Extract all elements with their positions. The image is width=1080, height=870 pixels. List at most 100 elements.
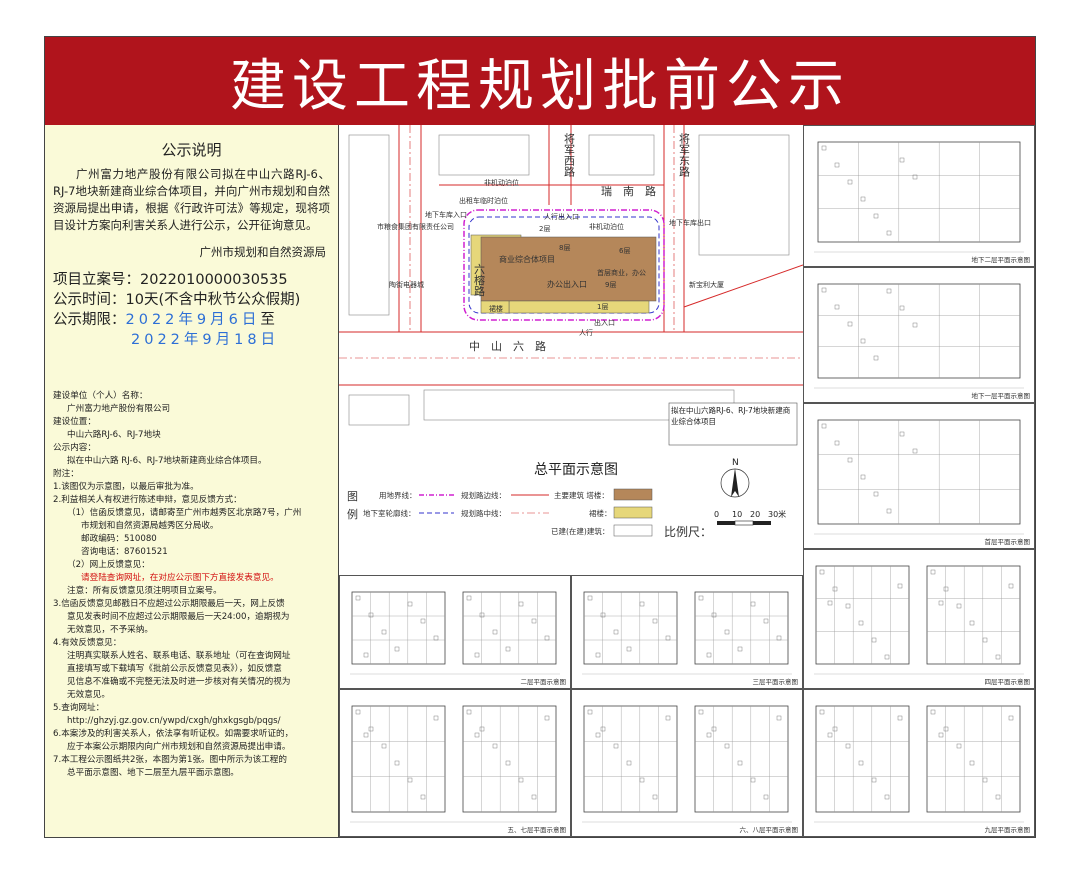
legend-existing: 已建(在建)建筑： [551,526,609,536]
label-1f: 1层 [597,303,608,311]
label-2f: 2层 [539,225,550,233]
scale-tick-10: 10 [732,510,742,519]
floor-plan-drawing [814,141,1024,253]
floor-plan-drawing [814,565,1024,675]
floor-plan-3f: 三层平面示意图 [571,575,803,689]
floor-plan-b1: 地下一层平面示意图 [803,267,1035,403]
road-label-jiangjun-west: 将军西路 [563,133,576,178]
label-6f: 6层 [619,247,630,255]
page-title: 建设工程规划批前公示 [230,53,850,119]
term-end: 2022年9月18日 [131,332,280,348]
note-2a: （1）信函反馈意见，请邮寄至广州市越秀区北京路7号，广州 [67,508,302,518]
north-arrow-icon [720,468,750,498]
label-pedestrian: 人行 [579,328,593,337]
floor-plan-b2: 地下二层平面示意图 [803,125,1035,267]
notice-board: 建设工程规划批前公示 公示说明 广州富力地产股份有限公司拟在中山六路RJ-6、R… [44,36,1036,838]
floor-plan-label: 首层平面示意图 [984,538,1031,546]
floor-plan-label: 地下二层平面示意图 [971,256,1031,264]
case-number: 项目立案号：2022010000030535 [53,270,330,290]
notice-period: 公示时间：10天(不含中秋节公众假期) [53,290,330,310]
label-office-entrance: 办公出入口 [547,279,587,289]
legend-road-center: 规划路中线： [461,508,506,518]
label-ground-floor: 首层商业，办公 [597,268,646,277]
floor-plan-drawing [350,591,560,675]
note-4: 4.有效反馈意见： [53,638,122,648]
scale-tick-30: 30米 [768,509,786,519]
note-4a: 注明真实联系人姓名、联系电话、联系地址（可在查询网址 [67,651,291,661]
label-taxi-parking: 出租车临时泊位 [459,196,508,205]
site-plan-panel: 六榕路 将军西路 将军东路 瑞 南 路 中 山 六 路 非机动泊位 出租车临时泊… [339,125,804,576]
legend-tower: 主要建筑 塔楼： [554,490,609,500]
note-6b: 应于本案公示期限内向广州市规划和自然资源局提出申请。 [67,742,291,752]
term-start: 2022年9月6日 [125,312,261,328]
floor-plan-drawing [814,705,1024,823]
label-pedestrian-entrance: 人行出入口 [544,212,579,221]
floor-plan-5f-7f: 五、七层平面示意图 [339,689,571,837]
legend-label-2: 例 [347,507,358,521]
notice-details: 建设单位（个人）名称： 广州富力地产股份有限公司 建设位置： 中山六路RJ-6、… [53,390,330,780]
note-7b: 总平面示意图、地下二层至九层平面示意图。 [67,768,239,778]
note-3b: 意见发表时间不应超过公示期限最后一天24:00，逾期视为 [67,612,290,622]
floor-plan-drawing [350,705,560,823]
north-label: N [732,458,739,468]
site-plan-title: 总平面示意图 [534,461,618,478]
note-5: 5.查询网址： [53,703,105,713]
legend-basement: 地下室轮廓线： [363,508,416,518]
label-taojie: 陶街电器城 [389,280,424,289]
scale-tick-20: 20 [750,510,760,519]
floor-plan-label: 四层平面示意图 [984,678,1031,686]
legend-road-edge: 规划路边线： [461,490,506,500]
label-project: 商业综合体项目 [499,254,555,264]
label-garage-exit: 地下车库出口 [669,218,711,227]
road-label-liurong: 六榕路 [473,263,486,297]
phone: 咨询电话：87601521 [81,547,168,557]
floor-plan-drawing [814,283,1024,389]
label-bike-parking-2: 非机动泊位 [589,222,624,231]
label-exit: 出入口 [594,318,615,327]
floor-plan-1f: 首层平面示意图 [803,403,1035,549]
floor-plan-4f: 四层平面示意图 [803,549,1035,689]
scale-tick-0: 0 [714,510,719,519]
note-2a-cont: 市规划和自然资源局越秀区分局收。 [81,521,219,531]
location-label: 建设位置： [53,417,96,427]
unit-label: 建设单位（个人）名称： [53,391,148,401]
floor-plan-label: 地下一层平面示意图 [971,392,1031,400]
period-value: 10天(不含中秋节公众假期) [125,292,301,308]
postcode: 邮政编码：510080 [81,534,157,544]
note-7: 7.本工程公示图纸共2张，本图为第1张。图中所示为该工程的 [53,755,287,765]
case-label: 项目立案号： [53,272,140,288]
content-value: 拟在中山六路 RJ-6、RJ-7地块新建商业综合体项目。 [67,456,267,466]
note-6: 6.本案涉及的利害关系人，依法享有听证权。如需要求听证的， [53,729,294,739]
note-2b: （2）网上反馈意见： [67,560,150,570]
site-plan-drawing: 六榕路 将军西路 将军东路 瑞 南 路 中 山 六 路 非机动泊位 出租车临时泊… [339,125,804,539]
label-xinbaoli: 新宝利大厦 [689,280,724,289]
floor-plan-label: 六、八层平面示意图 [739,826,799,834]
label-neighbor-grain: 市粮食集团有限责任公司 [377,222,454,231]
road-label-ruinan: 瑞 南 路 [601,184,656,198]
notes-label: 附注： [53,469,79,479]
case-value: 2022010000030535 [140,272,288,288]
scale-bar: 0 10 20 30米 [714,509,786,526]
note-4b: 直接填写或下载填写《批前公示反馈意见表》），如反馈意 [67,664,282,674]
floor-plan-2f: 二层平面示意图 [339,575,571,689]
floor-plan-6f-8f: 六、八层平面示意图 [571,689,803,837]
floor-plan-label: 二层平面示意图 [520,678,567,686]
notice-term: 公示期限：2022年9月6日至 [53,310,330,330]
notice-title: 公示说明 [161,141,222,159]
road-label-jiangjun-east: 将军东路 [678,133,691,178]
note-4d: 无效意见。 [67,690,110,700]
location-value: 中山六路RJ-6、RJ-7地块 [67,430,161,440]
notice-org: 广州市规划和自然资源局 [199,245,327,259]
legend-podium: 裙楼： [589,508,612,518]
content-label: 公示内容： [53,443,96,453]
note-2b-red: 请登陆查询网址，在对应公示图下方直接发表意见。 [81,573,279,583]
legend-label-1: 图 [347,490,358,503]
floor-plan-label: 三层平面示意图 [752,678,799,686]
note-3c: 无效意见，不予采纳。 [67,625,153,635]
label-garage-entrance: 地下车库入口 [425,210,467,219]
floor-plan-9f: 九层平面示意图 [803,689,1035,837]
note-1: 1.该图仅为示意图，以最后审批为准。 [53,482,199,492]
project-note: 拟在中山六路RJ-6、RJ-7地块新建商业综合体项目 [671,406,791,426]
label-8f: 8层 [559,244,570,252]
query-url[interactable]: http://ghzyj.gz.gov.cn/ywpd/cxgh/ghxkgsg… [67,716,281,726]
